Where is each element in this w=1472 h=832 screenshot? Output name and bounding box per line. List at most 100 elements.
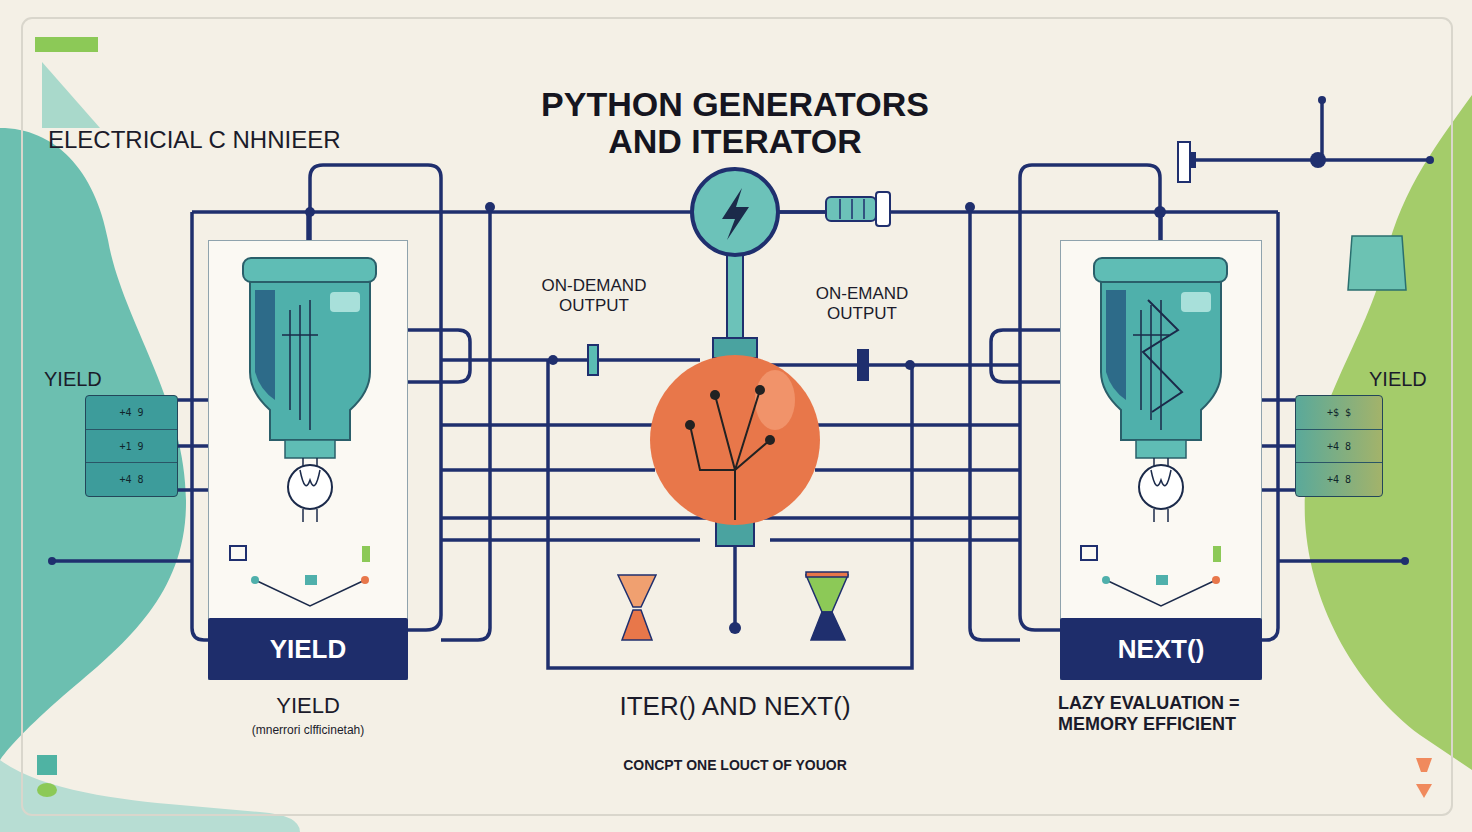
panel-label: YIELD bbox=[270, 634, 347, 665]
corner-marks bbox=[1416, 784, 1432, 798]
label-bar: YIELD bbox=[208, 618, 408, 680]
wire-dots bbox=[965, 202, 975, 212]
core-sphere bbox=[690, 390, 770, 520]
wires bbox=[408, 330, 470, 382]
wires bbox=[1195, 100, 1430, 160]
core-sphere bbox=[765, 435, 775, 445]
output-note: ON-EMAND OUTPUT bbox=[803, 284, 921, 323]
capacitor-symbol bbox=[588, 345, 598, 375]
plug-symbol bbox=[826, 197, 876, 221]
table-cell: +4 8 bbox=[1296, 463, 1382, 496]
table-cell: +$ $ bbox=[1296, 396, 1382, 430]
table-cell: +4 9 bbox=[86, 396, 177, 430]
plug-symbol bbox=[778, 210, 826, 214]
core-sphere bbox=[685, 420, 695, 430]
bulb-symbol bbox=[727, 252, 743, 347]
section-label: YIELD bbox=[258, 693, 358, 718]
wire-dots bbox=[485, 202, 495, 212]
wire-dots bbox=[548, 355, 558, 365]
wire-dots bbox=[1401, 557, 1409, 565]
cell-value: +$ $ bbox=[1327, 407, 1351, 418]
diagram-caption: CONCPT ONE LOUCT OF YOUOR bbox=[535, 757, 935, 773]
cell-value: +4 8 bbox=[119, 474, 143, 485]
core-sphere bbox=[710, 390, 720, 400]
plug-symbol bbox=[840, 199, 864, 219]
left-blob bbox=[0, 128, 186, 760]
frame bbox=[22, 18, 1452, 815]
panel-label: NEXT() bbox=[1118, 634, 1205, 665]
corner-marks bbox=[35, 37, 1432, 798]
table-heading: YIELD bbox=[44, 368, 102, 391]
panel-ground bbox=[209, 241, 407, 619]
cell-value: +4 9 bbox=[119, 407, 143, 418]
table-rows: +$ $ +4 8 +4 8 bbox=[1296, 396, 1382, 496]
wire-dots bbox=[305, 207, 315, 217]
table-cell: +4 8 bbox=[1296, 430, 1382, 464]
table-rows: +4 9 +1 9 +4 8 bbox=[86, 396, 177, 496]
value-table: YIELD+4 9+1 9+4 8 bbox=[85, 395, 178, 497]
corner-marks bbox=[35, 37, 98, 52]
cell-value: +4 8 bbox=[1327, 441, 1351, 452]
capacitor-symbol bbox=[858, 350, 868, 380]
hourglass-symbol bbox=[811, 612, 845, 640]
bulb-symbol bbox=[722, 188, 749, 240]
panel-ground bbox=[1061, 241, 1261, 619]
core-sphere bbox=[650, 338, 820, 546]
wire-dots bbox=[48, 96, 1434, 634]
summary-note: LAZY EVALUATION = MEMORY EFFICIENT bbox=[1058, 693, 1283, 734]
wires bbox=[441, 358, 700, 362]
section-note: (mnerrori clfficinetah) bbox=[208, 724, 408, 738]
core-sphere bbox=[755, 385, 765, 395]
wires bbox=[991, 330, 1060, 382]
plug-symbol bbox=[1178, 142, 1190, 182]
wire-dots bbox=[729, 622, 741, 634]
wires bbox=[192, 210, 310, 214]
jar-symbol bbox=[230, 258, 376, 606]
wires bbox=[52, 100, 1430, 668]
plug-symbol bbox=[1190, 152, 1196, 168]
wire-dots bbox=[1154, 206, 1166, 218]
process-panel: YIELD bbox=[208, 240, 408, 680]
core-sphere bbox=[650, 355, 820, 525]
wires bbox=[770, 363, 1020, 367]
section-label: ITER() AND NEXT() bbox=[585, 692, 885, 722]
table-cell: +1 9 bbox=[86, 430, 177, 464]
wires bbox=[1262, 212, 1278, 640]
process-panel: NEXT() bbox=[1060, 240, 1262, 680]
wires bbox=[192, 212, 208, 640]
plug-symbol bbox=[876, 192, 890, 226]
cell-value: +1 9 bbox=[119, 441, 143, 452]
wire-dots bbox=[1426, 156, 1434, 164]
wire-dots bbox=[1310, 152, 1326, 168]
corner-marks bbox=[37, 783, 57, 797]
left-blob bbox=[42, 62, 100, 128]
value-table: YIELD+$ $+4 8+4 8 bbox=[1295, 395, 1383, 497]
table-cell: +4 8 bbox=[86, 463, 177, 496]
corner-heading: ELECTRICIAL C NHNIEER bbox=[48, 126, 341, 154]
hourglass-symbol bbox=[622, 610, 652, 640]
hourglass-symbol bbox=[618, 572, 848, 640]
jar-symbol bbox=[230, 258, 1227, 606]
corner-marks bbox=[1348, 236, 1406, 290]
jar-symbol bbox=[1143, 300, 1182, 412]
cell-value: +4 8 bbox=[1327, 474, 1351, 485]
wires bbox=[733, 545, 737, 628]
bulb-symbol bbox=[692, 169, 778, 347]
table-heading: YIELD bbox=[1369, 368, 1427, 391]
wire-dots bbox=[48, 557, 56, 565]
hourglass-symbol bbox=[618, 575, 656, 607]
output-note: ON-DEMAND OUTPUT bbox=[535, 276, 653, 315]
bulb-symbol bbox=[692, 169, 778, 255]
diagram-title: PYTHON GENERATORS AND ITERATOR bbox=[505, 86, 965, 161]
core-sphere bbox=[755, 370, 795, 430]
jar-symbol bbox=[1081, 258, 1227, 606]
wires bbox=[1160, 210, 1278, 214]
hourglass-symbol bbox=[806, 575, 848, 612]
corner-marks bbox=[1416, 758, 1432, 772]
wire-dots bbox=[1318, 96, 1326, 104]
wires bbox=[52, 559, 1405, 563]
hourglass-symbol bbox=[806, 572, 848, 577]
wire-dots bbox=[905, 360, 915, 370]
corner-marks bbox=[37, 755, 57, 775]
